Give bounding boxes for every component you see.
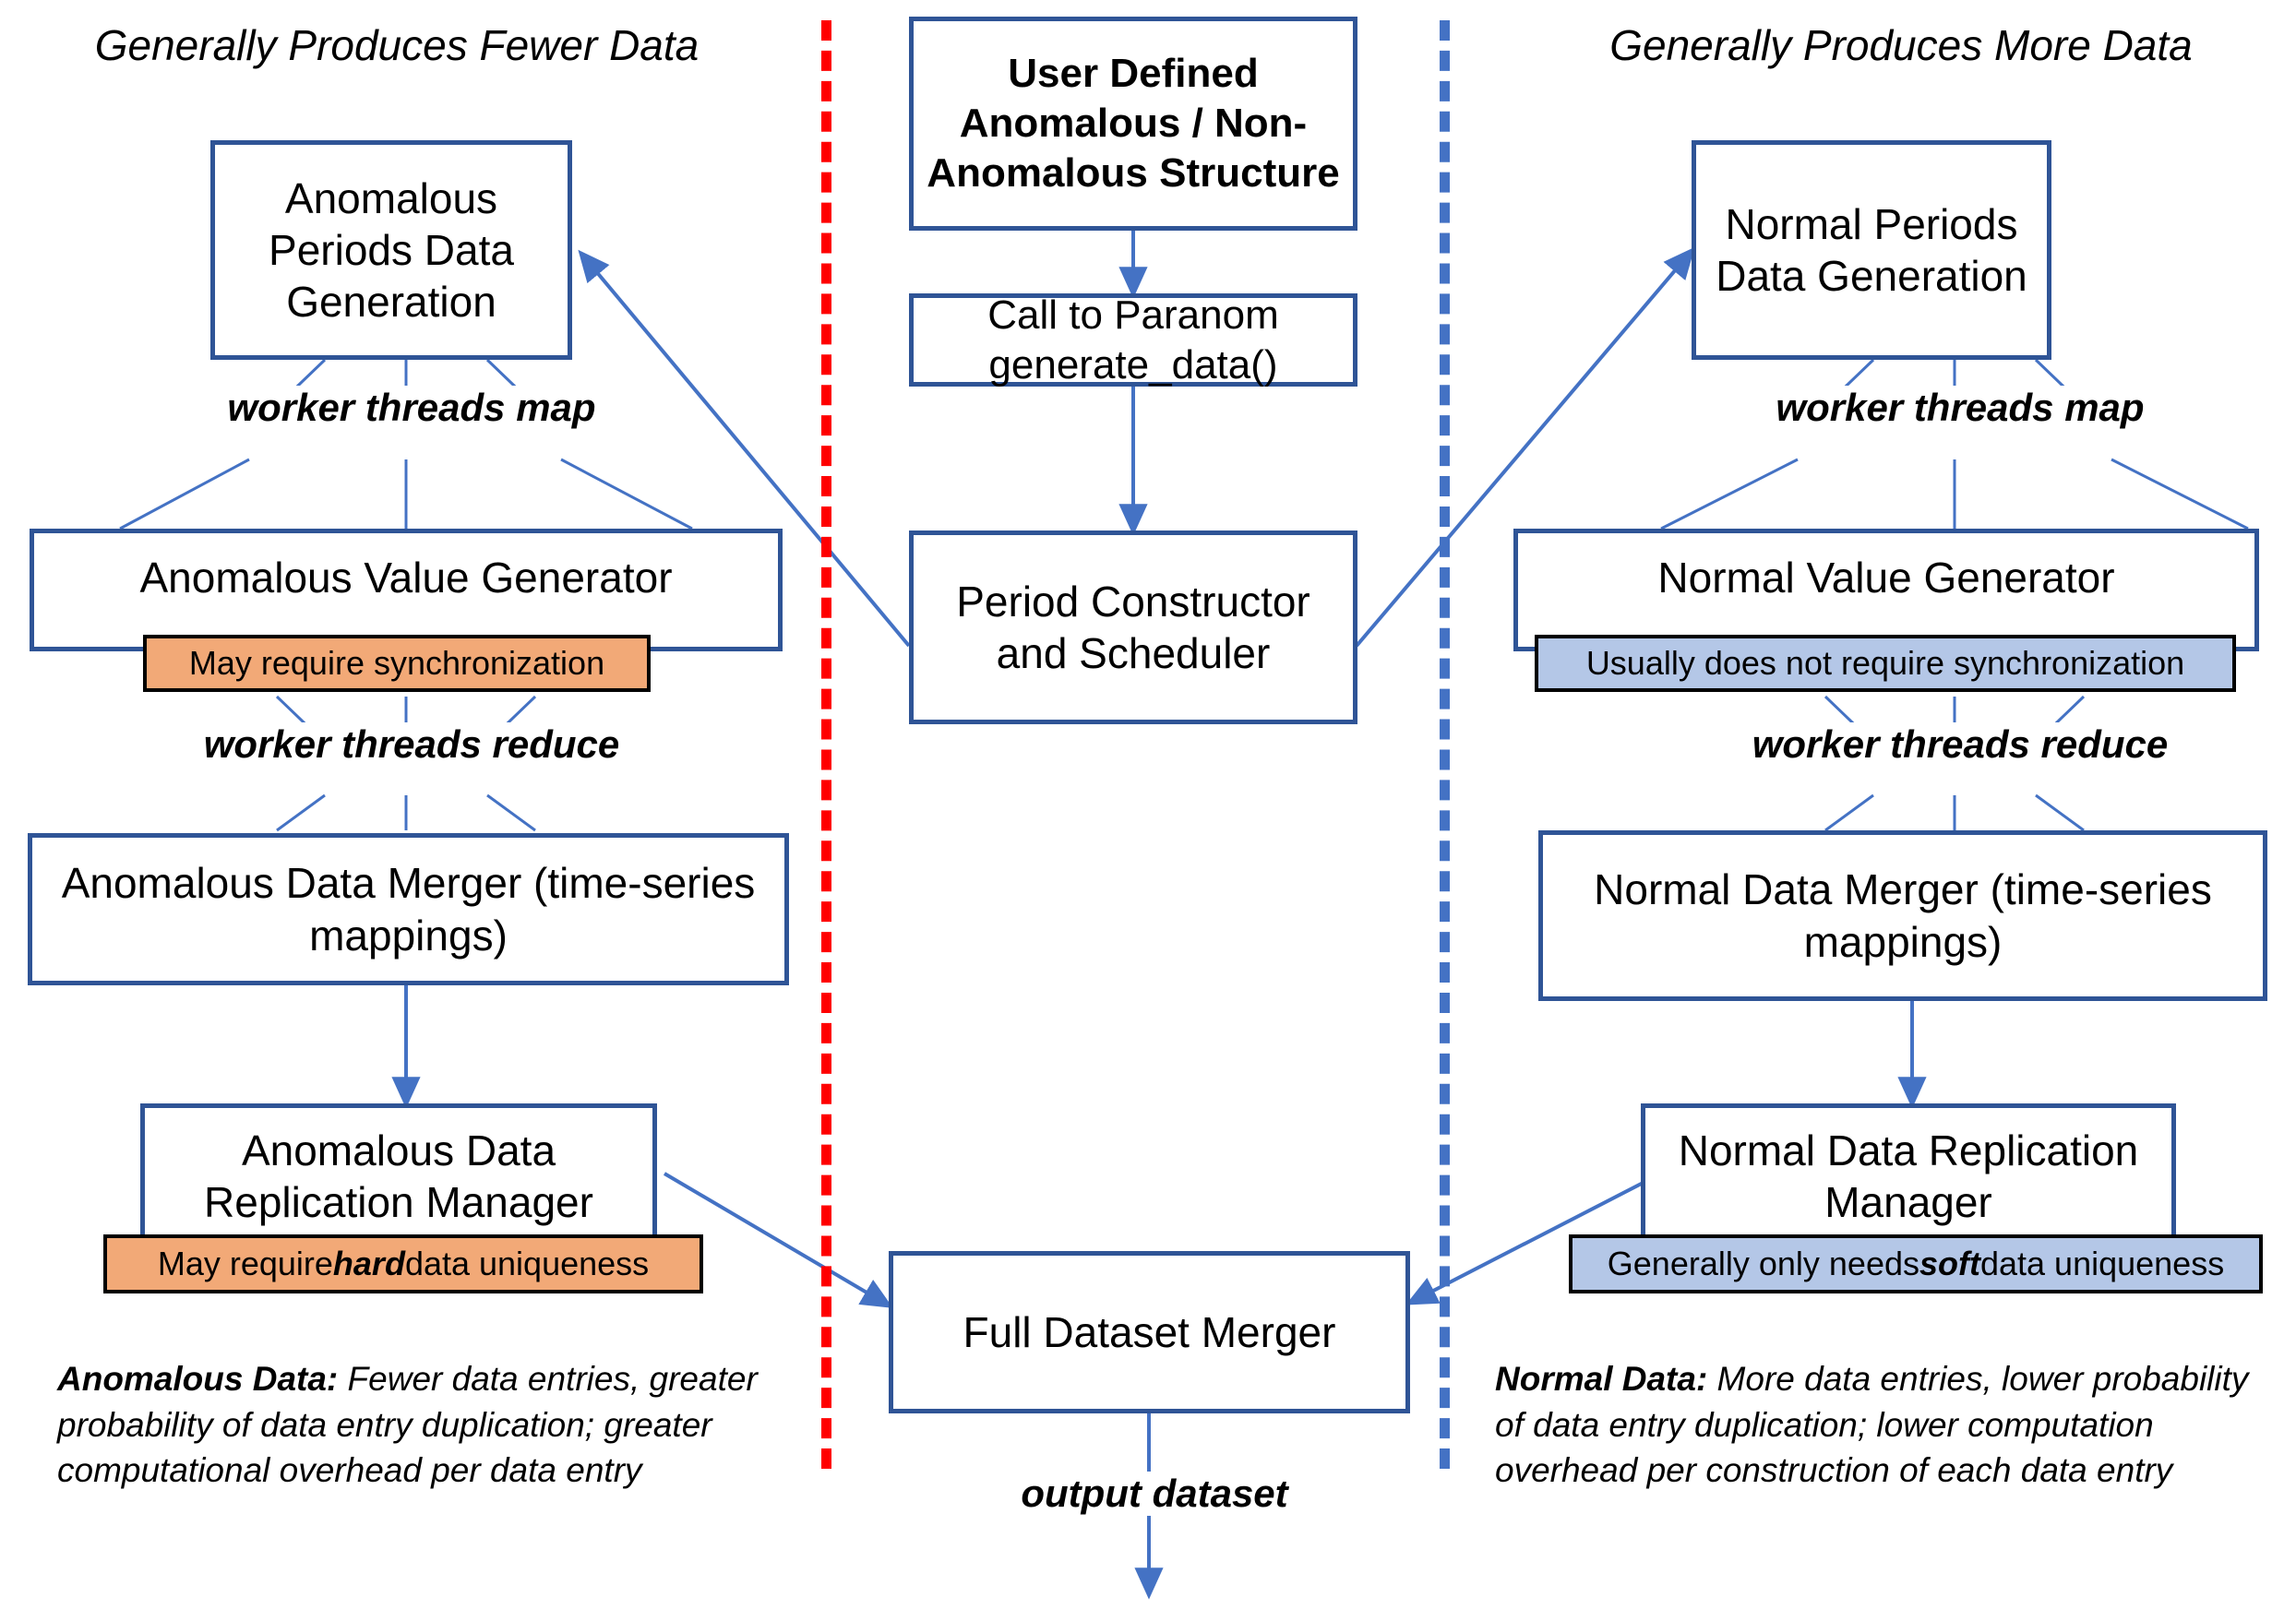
- node-anomalous-value-generator-label: Anomalous Value Generator: [139, 554, 673, 602]
- edge-label-right-worker-threads-map: worker threads map: [1696, 386, 2224, 430]
- node-normal-replication-manager-label: Normal Data Replication Manager: [1678, 1126, 2139, 1227]
- node-call-to-paranom-label: Call to Paranom generate_data(): [987, 292, 1279, 387]
- caption-anomalous-data-rest: Fewer data entries, greater probability …: [57, 1360, 758, 1490]
- banner-right: Generally Produces More Data: [1609, 21, 2193, 69]
- caption-normal-data-rest: More data entries, lower probability of …: [1495, 1360, 2249, 1490]
- node-period-constructor-label: Period Constructor and Scheduler: [956, 577, 1310, 677]
- caption-anomalous-data: Anomalous Data: Fewer data entries, grea…: [57, 1356, 786, 1494]
- edge-label-right-worker-threads-reduce: worker threads reduce: [1696, 722, 2224, 767]
- caption-normal-data: Normal Data: More data entries, lower pr…: [1495, 1356, 2270, 1494]
- edge-label-left-worker-threads-reduce: worker threads reduce: [148, 722, 676, 767]
- badge-anomalous-hard-uniqueness: May require hard data uniqueness: [103, 1234, 703, 1293]
- node-anomalous-periods-label: Anomalous Periods Data Generation: [269, 173, 514, 327]
- node-full-dataset-merger-label: Full Dataset Merger: [963, 1307, 1336, 1356]
- caption-normal-data-strong: Normal Data:: [1495, 1360, 1708, 1398]
- caption-anomalous-data-strong: Anomalous Data:: [57, 1360, 339, 1398]
- node-normal-data-merger-label: Normal Data Merger (time-series mappings…: [1594, 865, 2212, 966]
- node-normal-periods-label: Normal Periods Data Generation: [1716, 199, 2027, 300]
- node-normal-data-replication-manager[interactable]: Normal Data Replication Manager: [1641, 1103, 2176, 1251]
- node-normal-periods-data-generation[interactable]: Normal Periods Data Generation: [1692, 140, 2051, 360]
- node-period-constructor-and-scheduler[interactable]: Period Constructor and Scheduler: [909, 530, 1357, 724]
- divider-anomalous-boundary: [821, 20, 831, 1469]
- badge-normal-synchronization: Usually does not require synchronization: [1535, 635, 2236, 692]
- badge-normal-synchronization-label: Usually does not require synchronization: [1585, 644, 2185, 682]
- node-anomalous-periods-data-generation[interactable]: Anomalous Periods Data Generation: [210, 140, 572, 360]
- node-anomalous-data-merger[interactable]: Anomalous Data Merger (time-series mappi…: [28, 833, 789, 985]
- badge-anomalous-uniqueness-strong: hard: [332, 1245, 405, 1282]
- badge-anomalous-synchronization-label: May require synchronization: [188, 644, 605, 682]
- node-normal-value-generator[interactable]: Normal Value Generator: [1513, 529, 2259, 651]
- badge-normal-uniqueness-pre: Generally only needs: [1607, 1245, 1919, 1282]
- node-call-to-paranom[interactable]: Call to Paranom generate_data(): [909, 292, 1357, 387]
- node-normal-data-merger[interactable]: Normal Data Merger (time-series mappings…: [1538, 830, 2267, 1001]
- node-anomalous-value-generator[interactable]: Anomalous Value Generator: [30, 529, 783, 651]
- edge-label-output-dataset: output dataset: [946, 1472, 1363, 1516]
- node-anomalous-replication-manager-label: Anomalous Data Replication Manager: [204, 1126, 593, 1227]
- node-user-defined-structure[interactable]: User Defined Anomalous / Non- Anomalous …: [909, 17, 1357, 231]
- divider-normal-boundary: [1440, 20, 1450, 1469]
- node-user-defined-structure-label: User Defined Anomalous / Non- Anomalous …: [927, 51, 1340, 196]
- badge-anomalous-uniqueness-pre: May require: [157, 1245, 333, 1282]
- edge-label-left-worker-threads-map: worker threads map: [148, 386, 676, 430]
- badge-anomalous-uniqueness-post: data uniqueness: [404, 1245, 650, 1282]
- badge-anomalous-synchronization: May require synchronization: [143, 635, 651, 692]
- banner-left: Generally Produces Fewer Data: [94, 21, 700, 69]
- badge-normal-soft-uniqueness: Generally only needs soft data uniquenes…: [1569, 1234, 2263, 1293]
- badge-normal-uniqueness-strong: soft: [1919, 1245, 1980, 1282]
- node-anomalous-data-merger-label: Anomalous Data Merger (time-series mappi…: [61, 859, 756, 959]
- node-normal-value-generator-label: Normal Value Generator: [1657, 554, 2115, 602]
- badge-normal-uniqueness-post: data uniqueness: [1979, 1245, 2225, 1282]
- node-full-dataset-merger[interactable]: Full Dataset Merger: [889, 1251, 1410, 1413]
- node-anomalous-data-replication-manager[interactable]: Anomalous Data Replication Manager: [140, 1103, 657, 1251]
